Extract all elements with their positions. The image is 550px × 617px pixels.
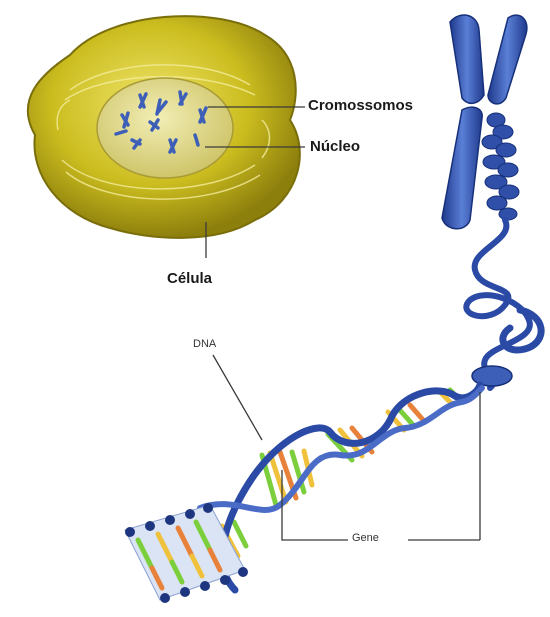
chromosome-upper-right-arm (488, 15, 527, 104)
chromosome-upper-left-arm (450, 15, 484, 103)
dna-leader-lines (213, 355, 480, 540)
label-celula: Célula (167, 270, 212, 287)
chromosome-coiled-arm (482, 113, 519, 220)
label-cromossomos: Cromossomos (308, 97, 413, 114)
cell (28, 16, 300, 238)
label-dna: DNA (193, 338, 216, 350)
chromosome (442, 15, 541, 388)
dna-backbone-1 (222, 385, 480, 590)
label-nucleo: Núcleo (310, 138, 360, 155)
dna-helix (125, 385, 482, 603)
chromatin-loop (503, 310, 541, 350)
chromatin-strand (466, 220, 530, 388)
label-gene: Gene (352, 532, 379, 544)
chromosome-lower-left-arm (442, 107, 482, 229)
nucleus (97, 78, 233, 178)
